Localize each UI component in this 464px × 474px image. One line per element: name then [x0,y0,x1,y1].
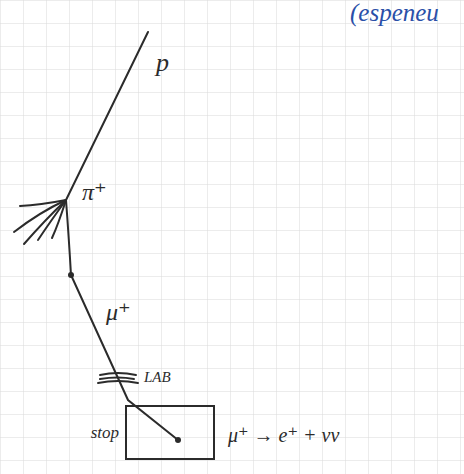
track-label: LAB [144,370,171,385]
lab-plate [98,381,138,383]
track-label: μ⁺ → e⁺ + νν [228,425,339,445]
track-label: π⁺ [82,180,107,204]
block-label: stop [91,423,119,443]
proton-track [66,32,148,200]
shower-track [52,200,66,238]
stop-point [175,437,181,443]
decay-vertex [68,272,74,278]
track-label: p [156,50,169,76]
shower-track [38,200,66,240]
lab-plate [100,378,134,380]
shower-track [20,200,66,206]
pion-track [66,200,71,275]
track-label: (espeneu [350,0,439,25]
lab-plate [100,373,136,375]
shower-track [24,200,66,244]
track-label: μ⁺ [106,300,131,324]
stopping-block: stop [125,405,215,460]
